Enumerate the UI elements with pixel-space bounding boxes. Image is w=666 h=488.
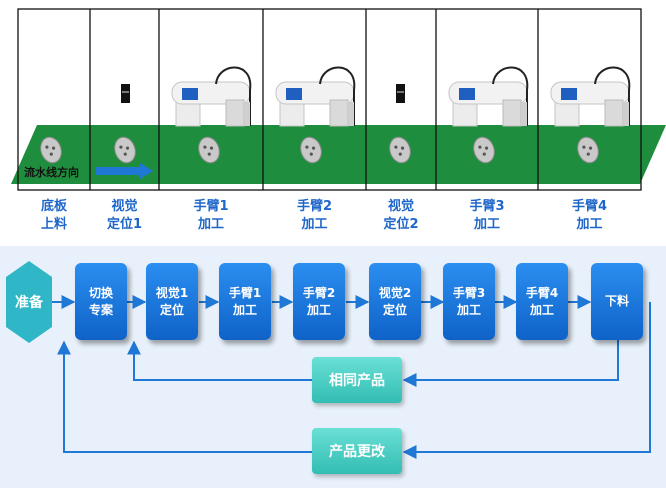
same-product-return-line bbox=[127, 340, 312, 381]
same-product-node: 相同产品 bbox=[312, 357, 402, 403]
station-label-vision-1: 视觉定位1 bbox=[106, 199, 143, 232]
station-label-vision-2: 视觉定位2 bbox=[383, 199, 419, 232]
workpiece-icon bbox=[473, 136, 495, 164]
same-product-loop-line bbox=[402, 340, 619, 387]
start-label: 准备 bbox=[15, 295, 43, 311]
scara-robot-icon bbox=[275, 66, 356, 127]
product-change-node: 产品更改 bbox=[312, 428, 402, 474]
step-unloading: 下料 bbox=[591, 263, 643, 340]
scara-robot-icon bbox=[448, 66, 529, 127]
line-svg bbox=[11, 8, 666, 191]
conveyor-band bbox=[11, 125, 666, 184]
workpiece-icon bbox=[114, 136, 136, 164]
workpiece-icon bbox=[198, 136, 220, 164]
flow-arrow-body bbox=[96, 167, 142, 175]
product-change-loop-line bbox=[402, 302, 651, 459]
workpiece-icon bbox=[577, 136, 599, 164]
step-switch-project: 切换专案 bbox=[75, 263, 127, 340]
station-label-base-loading: 底板上料 bbox=[40, 199, 67, 232]
workpiece-icon bbox=[389, 136, 411, 164]
flow-direction-label: 流水线方向 bbox=[24, 166, 79, 179]
start-node: 准备 bbox=[6, 261, 52, 343]
scara-robot-icon bbox=[171, 66, 252, 127]
workpiece-icon bbox=[300, 136, 322, 164]
scara-robot-icon bbox=[550, 66, 631, 127]
vision-camera-icon bbox=[121, 84, 130, 103]
vision-camera-lens bbox=[122, 91, 129, 93]
product-change-return-line bbox=[57, 340, 312, 453]
vision-camera-lens bbox=[397, 91, 404, 93]
start-hexagon-shape bbox=[6, 261, 52, 343]
station-frame bbox=[17, 8, 642, 191]
workpiece-icon bbox=[40, 136, 62, 164]
flow-arrow-head-icon bbox=[140, 163, 153, 179]
vision-camera-icon bbox=[396, 84, 405, 103]
